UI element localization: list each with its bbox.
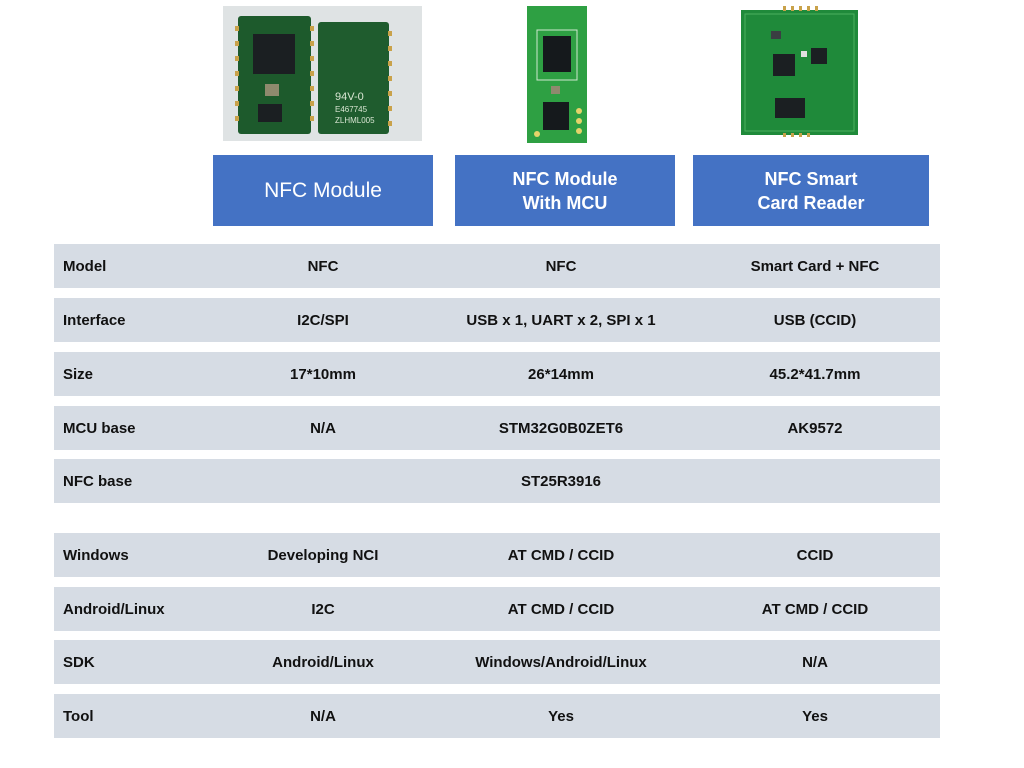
svg-text:94V-0: 94V-0: [335, 91, 364, 103]
pcb-image-icon: 94V-0 E467745 ZLHML005: [223, 6, 422, 141]
table-row-mcu-base: MCU base N/A STM32G0B0ZET6 AK9572: [54, 406, 940, 450]
pcb-image-icon: [527, 6, 587, 143]
cell-nfc-module: I2C/SPI: [297, 311, 349, 329]
cell-smart-card-reader: N/A: [802, 653, 828, 671]
cell-nfc-module-mcu: AT CMD / CCID: [507, 546, 615, 564]
row-label: MCU base: [63, 419, 136, 437]
cell-nfc-module-mcu: STM32G0B0ZET6: [498, 419, 624, 437]
cell-nfc-module-mcu: Windows/Android/Linux: [475, 653, 647, 671]
table-row-model: Model NFC NFC Smart Card + NFC: [54, 244, 940, 288]
table-row-tool: Tool N/A Yes Yes: [54, 694, 940, 738]
product-title-line: With MCU: [522, 192, 608, 213]
product-photo-nfc-module-mcu: [527, 6, 587, 143]
product-title-line: NFC Module: [512, 168, 618, 189]
row-label: SDK: [63, 653, 95, 671]
svg-text:ZLHML005: ZLHML005: [335, 116, 375, 125]
product-title-line: NFC Smart: [764, 168, 858, 189]
row-label: Size: [63, 365, 94, 383]
cell-nfc-module: N/A: [310, 419, 336, 437]
table-row-windows: Windows Developing NCI AT CMD / CCID CCI…: [54, 533, 940, 577]
cell-smart-card-reader: CCID: [796, 546, 834, 564]
pcb-image-icon: [741, 6, 858, 137]
cell-nfc-module-mcu: NFC: [545, 257, 577, 275]
product-title-line: NFC Module: [264, 178, 382, 202]
row-label: Windows: [63, 546, 129, 564]
cell-smart-card-reader: USB (CCID): [773, 311, 857, 329]
product-header-nfc-module-mcu: NFC Module With MCU: [455, 155, 675, 226]
cell-smart-card-reader: AK9572: [787, 419, 843, 437]
cell-nfc-module-mcu: 26*14mm: [528, 365, 594, 383]
product-photo-nfc-smart-card-reader: [741, 6, 858, 137]
cell-nfc-module-mcu: ST25R3916: [520, 472, 602, 490]
product-header-nfc-smart-card-reader: NFC Smart Card Reader: [693, 155, 929, 226]
cell-nfc-module: I2C: [311, 600, 335, 618]
table-row-sdk: SDK Android/Linux Windows/Android/Linux …: [54, 640, 940, 684]
table-row-interface: Interface I2C/SPI USB x 1, UART x 2, SPI…: [54, 298, 940, 342]
row-label: Tool: [63, 707, 94, 725]
cell-nfc-module: 17*10mm: [290, 365, 356, 383]
cell-nfc-module: Developing NCI: [267, 546, 379, 564]
cell-nfc-module: N/A: [310, 707, 336, 725]
product-header-nfc-module: NFC Module: [213, 155, 433, 226]
cell-smart-card-reader: Yes: [802, 707, 828, 725]
table-row-nfc-base: NFC base ST25R3916: [54, 459, 940, 503]
cell-nfc-module-mcu: Yes: [548, 707, 574, 725]
row-label: Interface: [63, 311, 126, 329]
cell-smart-card-reader: Smart Card + NFC: [750, 257, 880, 275]
row-label: NFC base: [63, 472, 133, 490]
cell-nfc-module-mcu: USB x 1, UART x 2, SPI x 1: [466, 311, 656, 329]
product-title-line: Card Reader: [757, 192, 865, 213]
table-row-size: Size 17*10mm 26*14mm 45.2*41.7mm: [54, 352, 940, 396]
product-photo-nfc-module: 94V-0 E467745 ZLHML005: [223, 6, 422, 141]
cell-smart-card-reader: 45.2*41.7mm: [769, 365, 861, 383]
row-label: Android/Linux: [63, 600, 165, 618]
table-row-android-linux: Android/Linux I2C AT CMD / CCID AT CMD /…: [54, 587, 940, 631]
cell-smart-card-reader: AT CMD / CCID: [761, 600, 869, 618]
cell-nfc-module-mcu: AT CMD / CCID: [507, 600, 615, 618]
cell-nfc-module: NFC: [307, 257, 339, 275]
svg-text:E467745: E467745: [335, 105, 368, 114]
cell-nfc-module: Android/Linux: [272, 653, 374, 671]
row-label: Model: [63, 257, 107, 275]
